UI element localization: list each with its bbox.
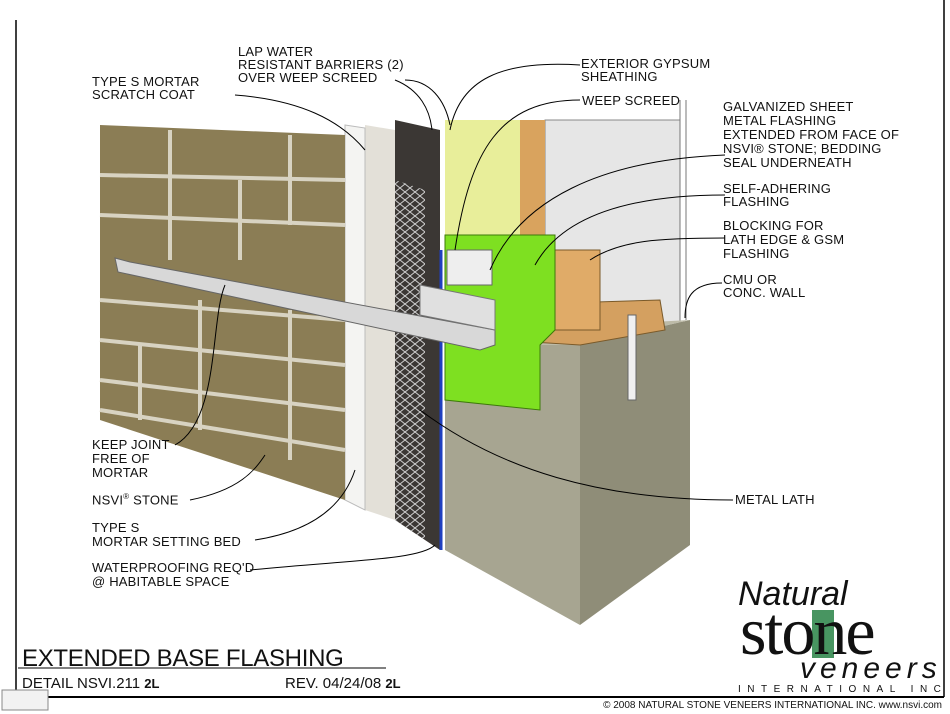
logo-stone: stone — [740, 593, 876, 669]
label-nsvi-stone: NSVI® STONE — [92, 490, 179, 506]
logo-figure — [812, 610, 834, 658]
logo-international: INTERNATIONAL INC — [738, 684, 948, 695]
leader-lines — [174, 63, 734, 571]
label-weep-screed: WEEP SCREED — [582, 93, 681, 108]
label-keep-joint: KEEP JOINT FREE OF MORTAR — [92, 437, 170, 480]
detail-text: DETAIL NSVI.211 — [22, 675, 141, 692]
metal-flashing — [114, 257, 496, 351]
revision: REV. 04/24/08 2L — [285, 675, 401, 692]
stone-text: STONE — [129, 492, 179, 508]
copyright: © 2008 NATURAL STONE VENEERS INTERNATION… — [603, 700, 942, 711]
stone-joints — [99, 130, 346, 460]
anchor-bolt — [627, 314, 637, 401]
detail-number: DETAIL NSVI.211 2L — [22, 675, 159, 692]
label-type-s-scratch: TYPE S MORTAR SCRATCH COAT — [92, 74, 200, 102]
label-blocking: BLOCKING FOR LATH EDGE & GSM FLASHING — [723, 218, 845, 261]
label-self-adhering: SELF-ADHERING FLASHING — [723, 181, 832, 209]
detail-suffix: 2L — [144, 676, 160, 691]
nsvi-text: NSVI — [92, 492, 124, 508]
label-exterior-gypsum: EXTERIOR GYPSUM SHEATHING — [581, 56, 711, 84]
blocking — [554, 249, 601, 331]
logo-natural: Natural — [738, 575, 848, 613]
logo-veneers: veneers — [800, 652, 942, 685]
reg-mark: ® — [123, 492, 130, 501]
concrete-side — [580, 320, 690, 625]
drawing-title: EXTENDED BASE FLASHING — [22, 645, 344, 672]
label-galvanized: GALVANIZED SHEET METAL FLASHING EXTENDED… — [723, 99, 900, 170]
label-type-s-setting: TYPE S MORTAR SETTING BED — [92, 520, 242, 549]
label-lap-water: LAP WATER RESISTANT BARRIERS (2) OVER WE… — [238, 44, 404, 85]
rev-text: REV. 04/24/08 — [285, 675, 382, 692]
rev-suffix: 2L — [385, 676, 401, 691]
label-waterproofing: WATERPROOFING REQ'D @ HABITABLE SPACE — [92, 560, 255, 589]
edit-icon — [1, 689, 49, 711]
label-metal-lath: METAL LATH — [735, 492, 815, 507]
concrete-front — [445, 345, 580, 625]
label-cmu: CMU OR CONC. WALL — [723, 272, 806, 300]
